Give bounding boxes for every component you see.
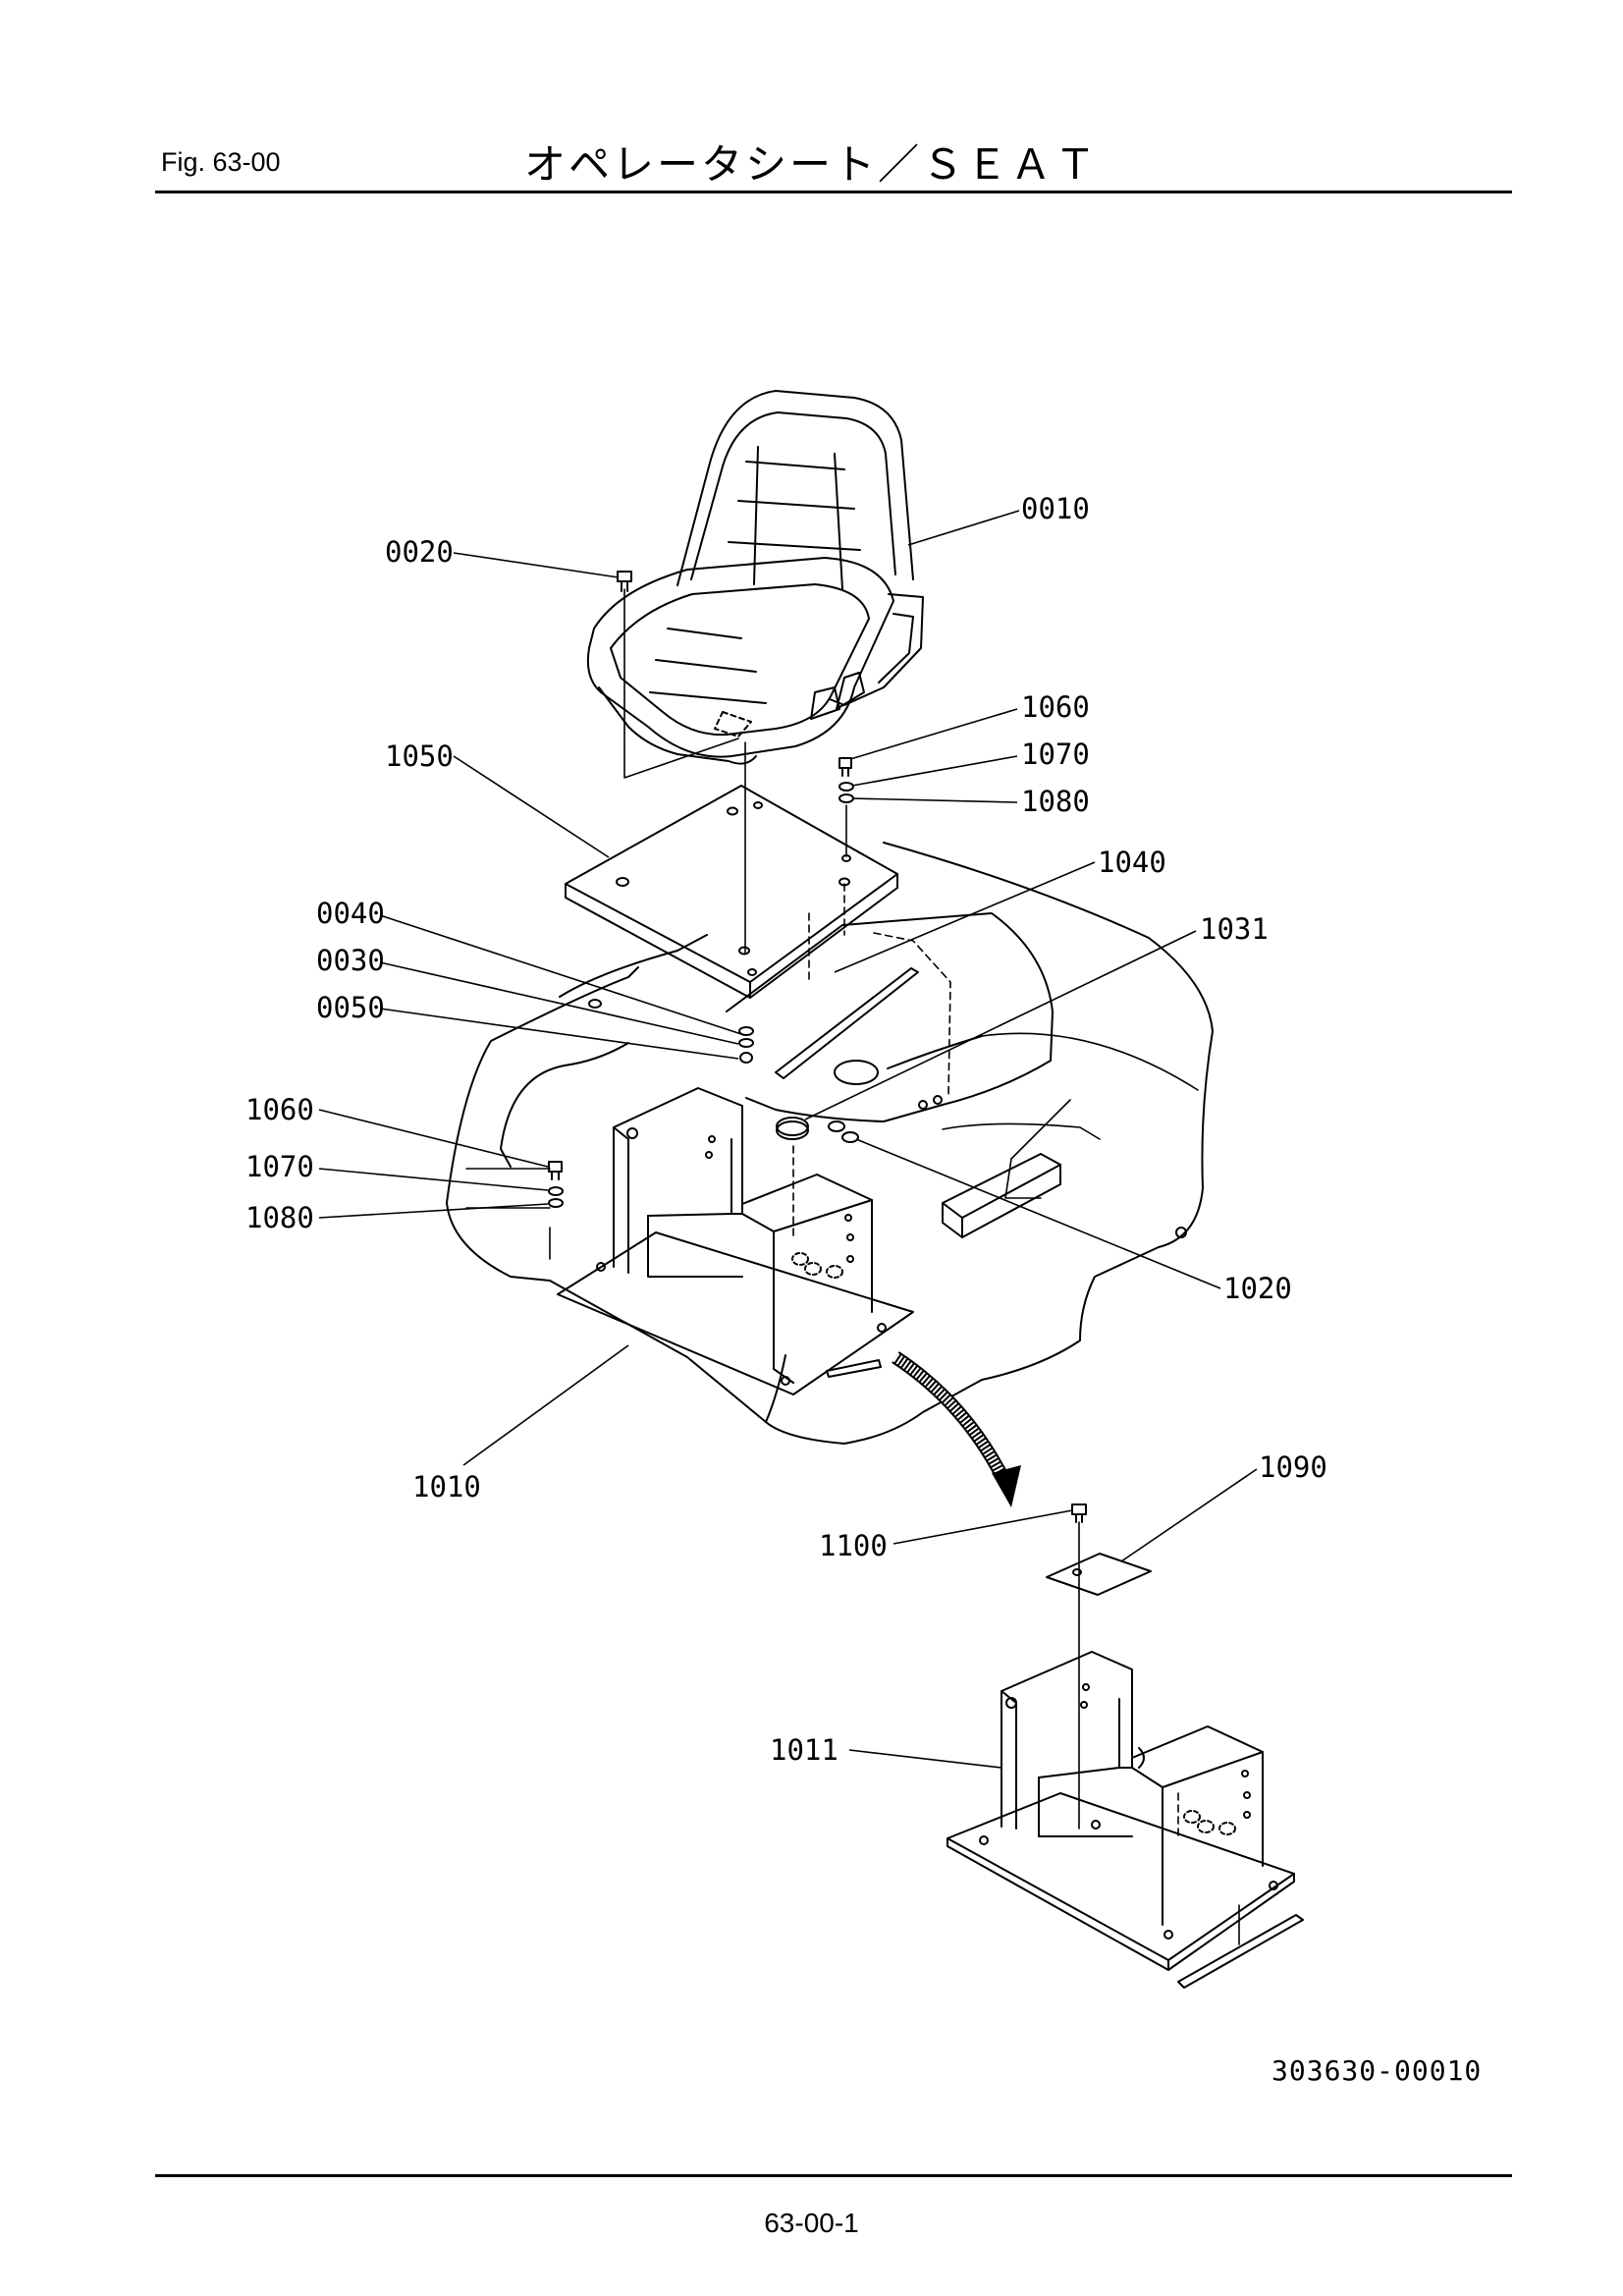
seat-box-1011 [947,1651,1295,1971]
page-number: 63-00-1 [764,2208,859,2238]
view-arrow [892,1351,1021,1507]
operator-seat-drawing [586,390,924,765]
bolt-1100 [1071,1503,1087,1830]
callout-0030: 0030 [316,944,385,977]
callout-1011: 1011 [770,1733,839,1767]
leader-lines [318,510,1258,1769]
callout-1050: 1050 [385,739,454,773]
strip-under-1011 [1177,1904,1304,1989]
callout-1060-right: 1060 [1021,690,1090,724]
drawing-number: 303630-00010 [1271,2054,1483,2087]
body-cover-outline [446,842,1214,1445]
callout-1070-right: 1070 [1021,738,1090,771]
callout-1010: 1010 [412,1470,481,1503]
figure-number: Fig. 63-00 [161,147,281,177]
seat-plate-1050 [565,785,898,999]
callout-1060-left: 1060 [245,1093,314,1126]
callout-0020: 0020 [385,535,454,569]
callout-1031: 1031 [1200,912,1269,946]
footer-rule [155,2174,1512,2177]
cover-plate-1090 [1046,1553,1152,1596]
seat-box-1010 [557,1087,914,1395]
callout-0050: 0050 [316,991,385,1024]
callout-1070-left: 1070 [245,1150,314,1183]
fasteners-left [548,1161,564,1208]
bolt-0020 [617,571,632,592]
callout-1020: 1020 [1223,1272,1292,1305]
page-title: オペレータシート／ＳＥＡＴ [523,140,1099,189]
grommet-1031 [776,1117,859,1143]
side-bracket [942,1153,1061,1238]
callout-1040: 1040 [1098,846,1166,879]
fasteners-right [839,757,854,857]
fasteners-center [738,1026,754,1064]
seat-mount-lines [623,588,746,954]
rail-1040 [775,967,919,1079]
header-rule [155,191,1512,193]
callout-1090: 1090 [1259,1450,1327,1484]
callout-0040: 0040 [316,897,385,930]
callout-1080-right: 1080 [1021,785,1090,818]
small-plate [826,1359,882,1378]
callout-1080-left: 1080 [245,1201,314,1234]
callout-1100: 1100 [819,1529,888,1562]
callout-0010: 0010 [1021,492,1090,525]
